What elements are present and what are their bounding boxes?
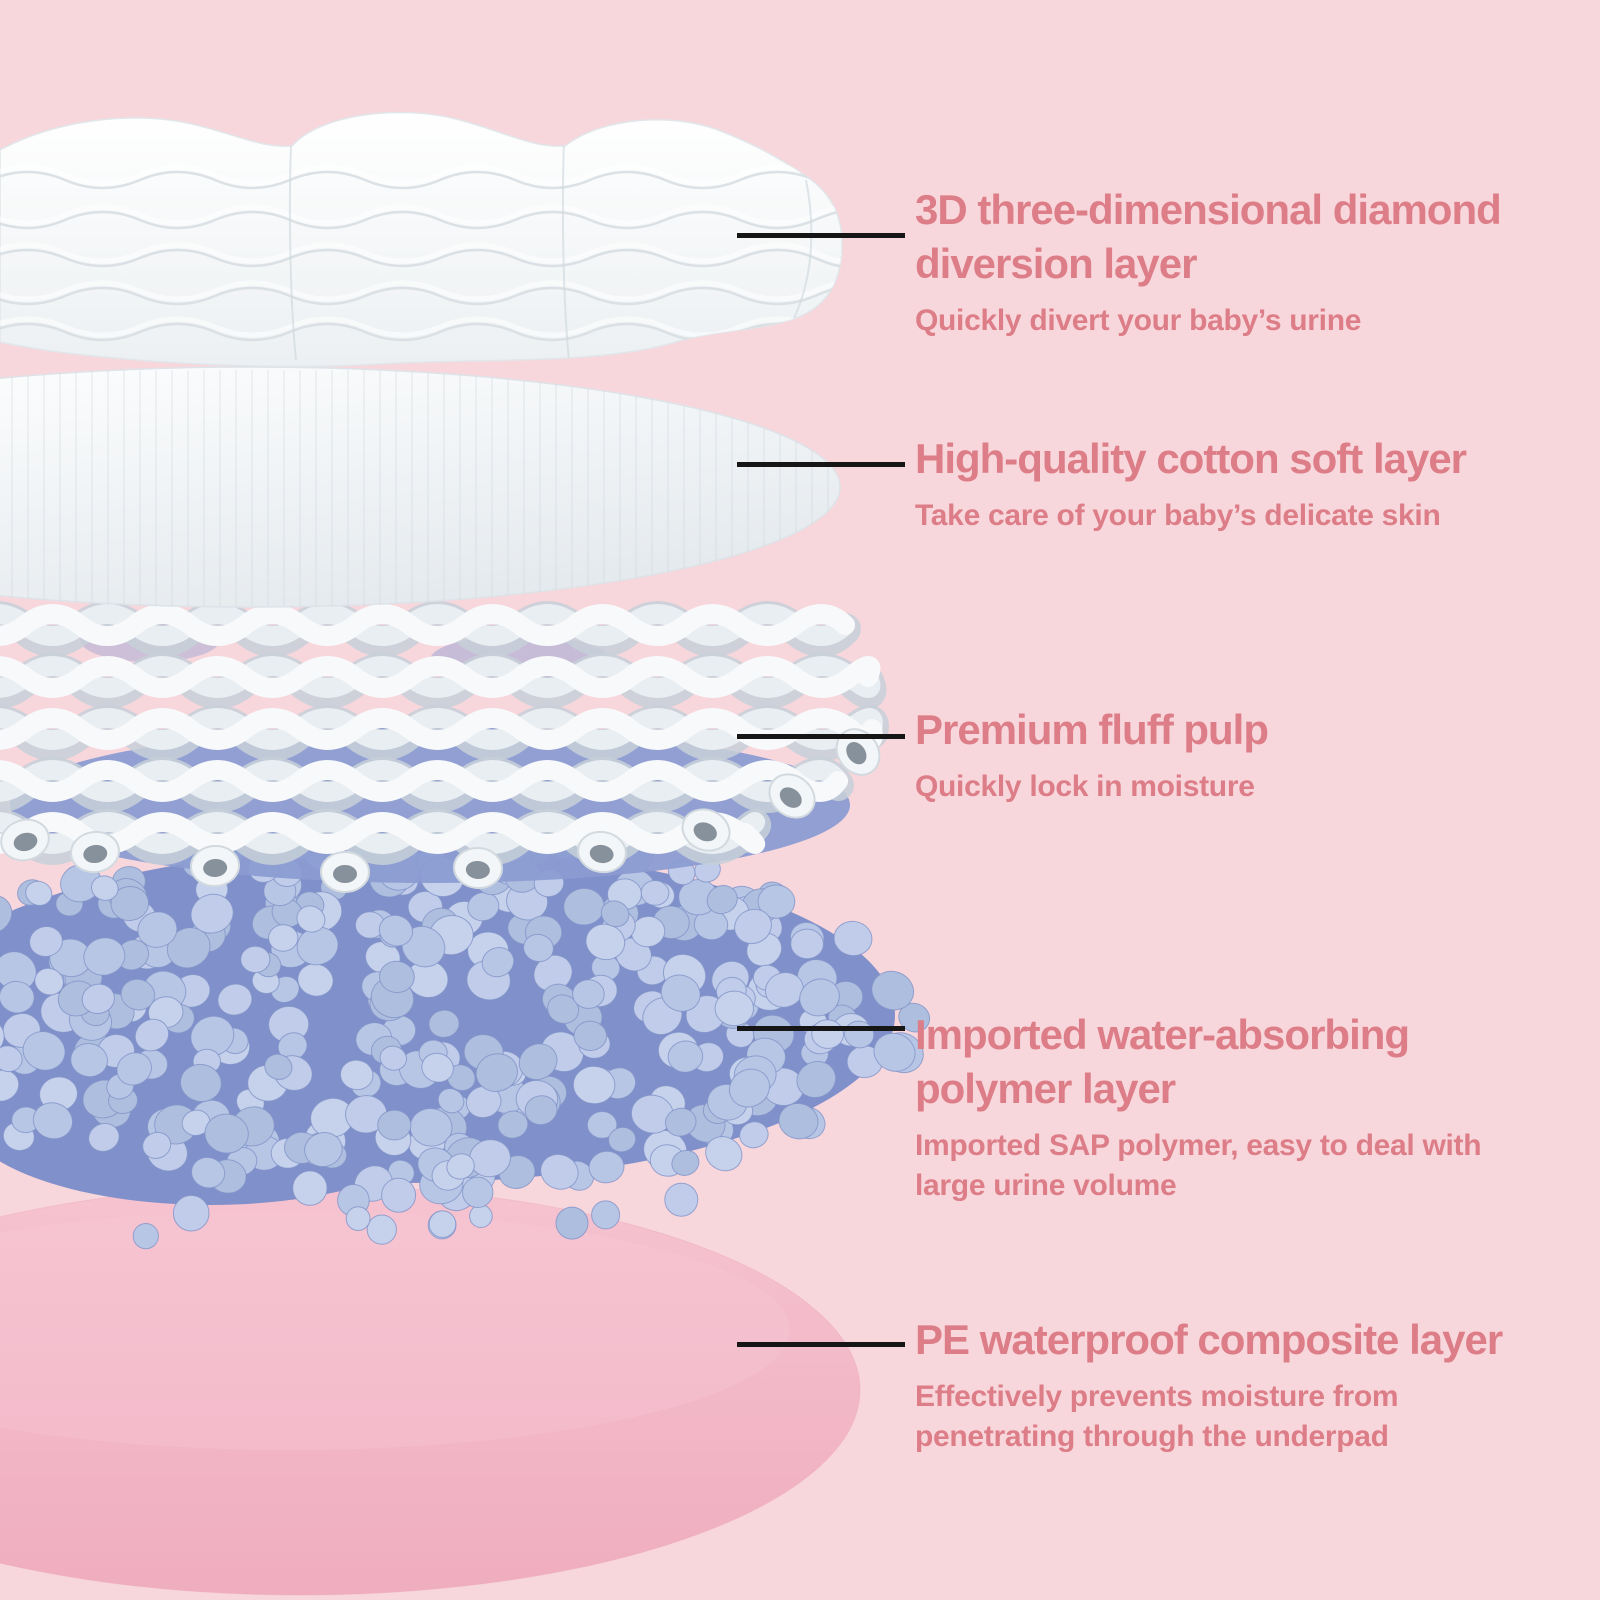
layer-title: Premium fluff pulp <box>915 703 1269 757</box>
layer-description: Quickly divert your baby’s urine <box>915 301 1501 341</box>
description-line: Imported SAP polymer, easy to deal with <box>915 1129 1482 1162</box>
layer-label-pe-waterproof: PE waterproof composite layer Effectivel… <box>915 1313 1503 1457</box>
fluff-weave-graphic <box>0 601 889 893</box>
layer-title: PE waterproof composite layer <box>915 1313 1503 1367</box>
polymer-beads-graphic <box>0 816 931 1250</box>
layer-label-polymer: Imported water-absorbing polymer layer I… <box>915 1008 1482 1206</box>
leader-line-1 <box>737 233 905 238</box>
description-line: Take care of your baby’s delicate skin <box>915 499 1441 532</box>
layer-label-cotton-soft: High-quality cotton soft layer Take care… <box>915 432 1467 536</box>
title-line: Premium fluff pulp <box>915 706 1269 753</box>
leader-line-2 <box>737 462 905 467</box>
leader-line-3 <box>737 734 905 739</box>
title-line: polymer layer <box>915 1065 1176 1112</box>
description-line: large urine volume <box>915 1169 1177 1202</box>
description-line: Quickly lock in moisture <box>915 770 1255 803</box>
description-line: Effectively prevents moisture from <box>915 1380 1399 1413</box>
layer-title: High-quality cotton soft layer <box>915 432 1467 486</box>
layer-description: Imported SAP polymer, easy to deal with … <box>915 1126 1482 1206</box>
waterproof-sheet-graphic <box>0 1184 861 1596</box>
title-line: 3D three-dimensional diamond <box>915 186 1502 233</box>
layer-description: Quickly lock in moisture <box>915 767 1268 807</box>
layer-label-fluff-pulp: Premium fluff pulp Quickly lock in moist… <box>915 703 1269 807</box>
quilted-topsheet-graphic <box>0 111 843 368</box>
cotton-sheet-graphic <box>0 366 841 608</box>
description-line: penetrating through the underpad <box>915 1420 1389 1453</box>
layer-description: Effectively prevents moisture from penet… <box>915 1377 1502 1457</box>
layer-title: 3D three-dimensional diamond diversion l… <box>915 183 1502 291</box>
title-line: Imported water-absorbing <box>915 1011 1410 1058</box>
leader-line-5 <box>737 1342 905 1347</box>
layer-description: Take care of your baby’s delicate skin <box>915 496 1466 536</box>
description-line: Quickly divert your baby’s urine <box>915 304 1362 337</box>
layer-title: Imported water-absorbing polymer layer <box>915 1008 1481 1116</box>
layer-label-diamond-diversion: 3D three-dimensional diamond diversion l… <box>915 183 1502 341</box>
leader-line-4 <box>737 1026 905 1031</box>
title-line: diversion layer <box>915 240 1197 287</box>
title-line: PE waterproof composite layer <box>915 1316 1503 1363</box>
title-line: High-quality cotton soft layer <box>915 435 1467 482</box>
